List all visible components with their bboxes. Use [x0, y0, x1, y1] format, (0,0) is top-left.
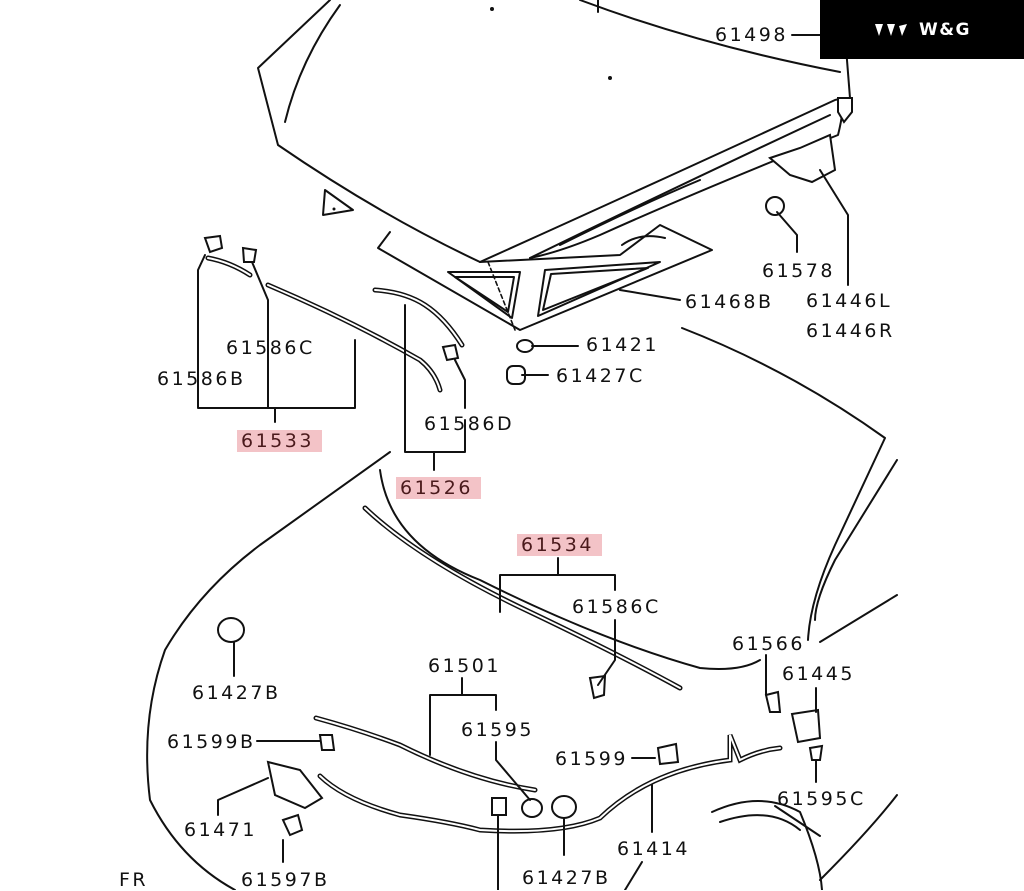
- part-label-61533-highlighted[interactable]: 61533: [237, 430, 322, 452]
- logo-chevron-icon: [874, 23, 907, 36]
- part-label-61595C[interactable]: 61595C: [777, 788, 866, 810]
- seal-61526: [372, 287, 465, 348]
- part-label-61427C[interactable]: 61427C: [556, 365, 645, 387]
- part-label-61468B[interactable]: 61468B: [685, 291, 774, 313]
- part-label-61599[interactable]: 61599: [555, 748, 628, 770]
- part-label-61586B[interactable]: 61586B: [157, 368, 246, 390]
- body-outline: [146, 327, 898, 890]
- part-label-61595[interactable]: 61595: [461, 719, 534, 741]
- brand-logo: W&G: [820, 0, 1024, 59]
- part-label-61427B-left[interactable]: 61427B: [192, 682, 281, 704]
- parts: [203, 97, 853, 837]
- part-label-61586D[interactable]: 61586D: [424, 413, 515, 435]
- part-label-61414[interactable]: 61414: [617, 838, 690, 860]
- seal-61533: [205, 255, 443, 393]
- part-label-61599B[interactable]: 61599B: [167, 731, 256, 753]
- part-label-61578[interactable]: 61578: [762, 260, 835, 282]
- part-label-61586C-top[interactable]: 61586C: [226, 337, 315, 359]
- part-label-61526-highlighted[interactable]: 61526: [396, 477, 481, 499]
- release-cable-61414: [317, 734, 783, 834]
- part-label-61427B-bottom[interactable]: 61427B: [522, 867, 611, 889]
- part-label-61534-highlighted[interactable]: 61534: [517, 534, 602, 556]
- hood-panel: [257, 0, 844, 331]
- part-label-61446R[interactable]: 61446R: [806, 320, 895, 342]
- part-label-61471[interactable]: 61471: [184, 819, 257, 841]
- part-label-61446L[interactable]: 61446L: [806, 290, 893, 312]
- leader-lines: [197, 34, 851, 890]
- part-label-61445[interactable]: 61445: [782, 663, 855, 685]
- release-cable-61501: [313, 715, 538, 793]
- part-label-61498[interactable]: 61498: [715, 24, 788, 46]
- seal-61534: [362, 505, 683, 691]
- part-label-61597B[interactable]: 61597B: [241, 869, 330, 891]
- part-label-61501[interactable]: 61501: [428, 655, 501, 677]
- orientation-label-front: FR: [119, 869, 149, 891]
- logo-text: W&G: [918, 19, 972, 40]
- part-label-61566[interactable]: 61566: [732, 633, 805, 655]
- part-label-61421[interactable]: 61421: [586, 334, 659, 356]
- part-label-61586C-mid[interactable]: 61586C: [572, 596, 661, 618]
